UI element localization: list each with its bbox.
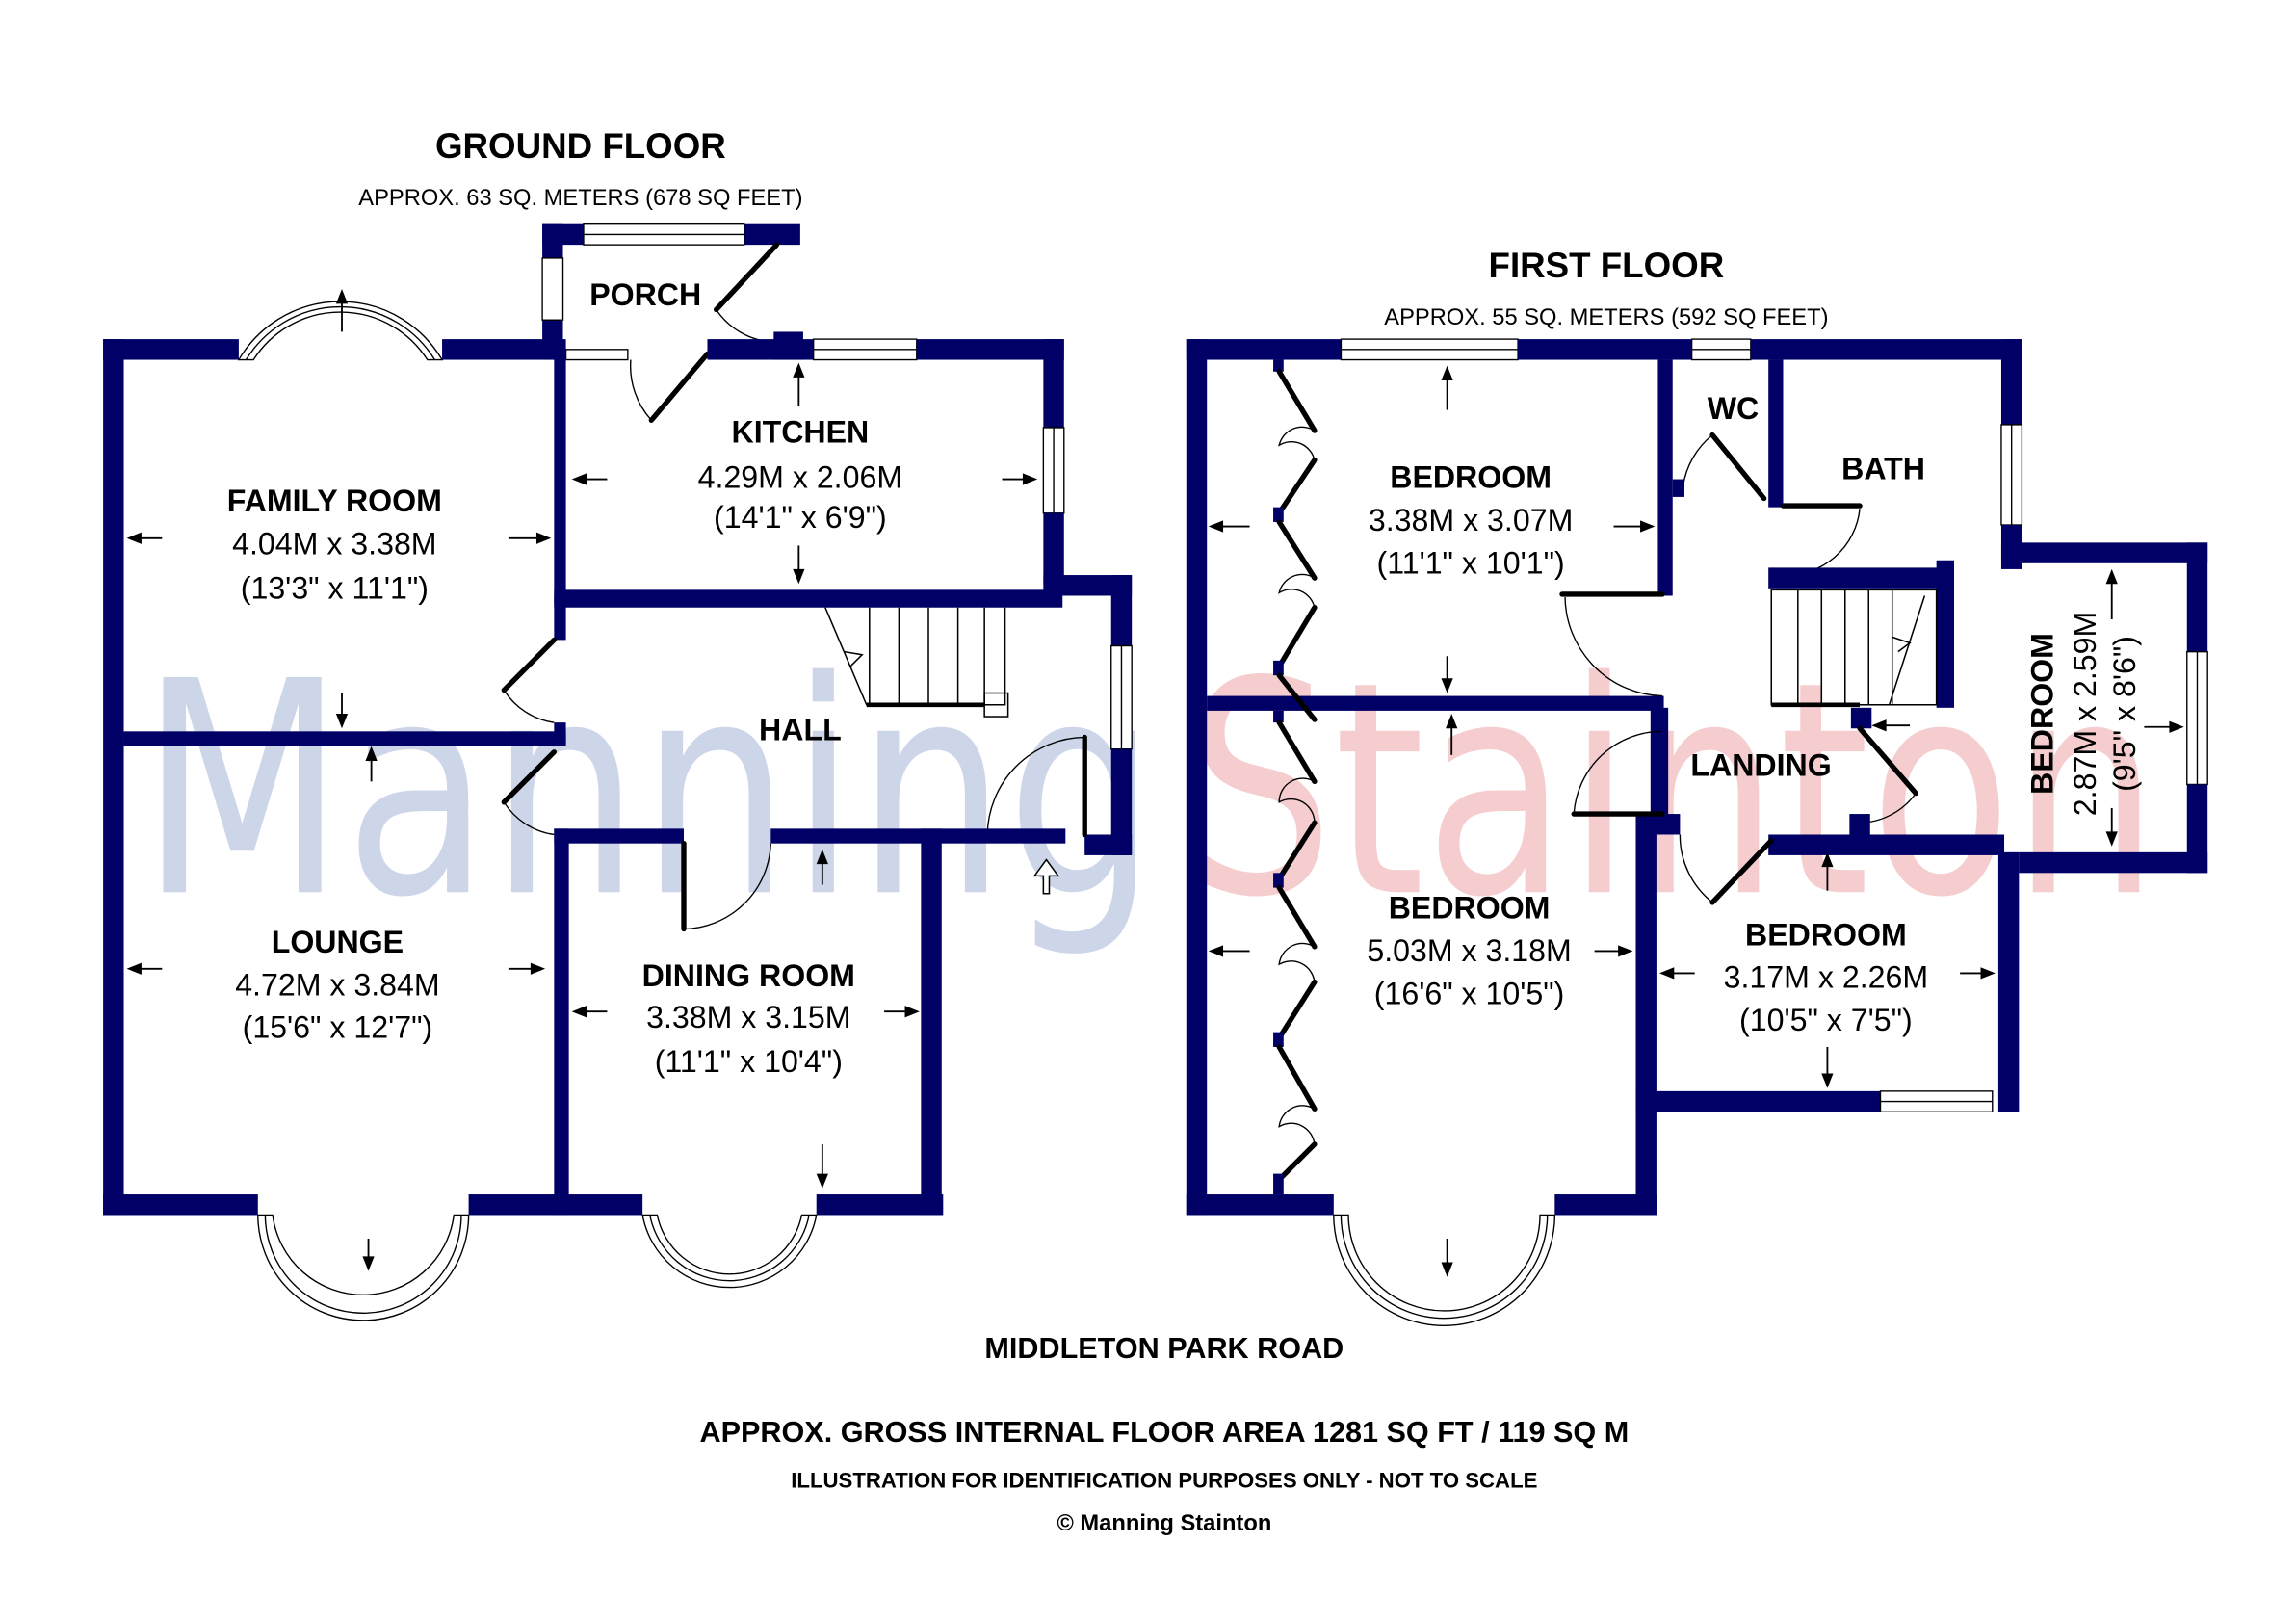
kitchen-imperial: (14'1" x 6'9") (714, 500, 887, 535)
kitchen-label: KITCHEN (732, 414, 870, 449)
family-room-imperial: (13'3" x 11'1") (241, 571, 429, 606)
ground-floor-title: GROUND FLOOR (435, 126, 726, 166)
gross-area: APPROX. GROSS INTERNAL FLOOR AREA 1281 S… (699, 1416, 1629, 1449)
bedroom2-imperial: (16'6" x 10'5") (1374, 977, 1565, 1011)
kitchen-metric: 4.29M x 2.06M (698, 460, 902, 495)
watermark-stainton: Stainton (1187, 619, 2159, 962)
dining-room-metric: 3.38M x 3.15M (646, 1000, 850, 1034)
bedroom2-metric: 5.03M x 3.18M (1367, 933, 1571, 968)
family-room-label: FAMILY ROOM (227, 484, 442, 518)
dining-room-imperial: (11'1" x 10'4") (655, 1044, 843, 1079)
family-room-metric: 4.04M x 3.38M (232, 527, 436, 562)
wc-label: WC (1708, 391, 1760, 426)
bedroom4-label: BEDROOM (2025, 633, 2060, 795)
bath-label: BATH (1841, 452, 1925, 486)
staircase-ground (824, 607, 1009, 718)
wardrobe-bedroom1 (1273, 359, 1318, 722)
staircase-first (1770, 589, 1938, 708)
bedroom1-imperial: (11'1" x 10'1") (1377, 546, 1565, 581)
copyright: © Manning Stainton (1057, 1511, 1271, 1536)
bedroom2-label: BEDROOM (1389, 891, 1551, 926)
bedroom1-metric: 3.38M x 3.07M (1369, 503, 1573, 537)
dimension-arrows-first (1208, 365, 2184, 1277)
landing-label: LANDING (1690, 747, 1831, 782)
first-floor-title: FIRST FLOOR (1489, 246, 1725, 285)
first-floor-area: APPROX. 55 SQ. METERS (592 SQ FEET) (1384, 305, 1828, 330)
street-name: MIDDLETON PARK ROAD (984, 1332, 1344, 1365)
bedroom1-label: BEDROOM (1390, 460, 1552, 495)
ground-floor-area: APPROX. 63 SQ. METERS (678 SQ FEET) (358, 186, 802, 211)
bedroom3-metric: 3.17M x 2.26M (1724, 960, 1928, 995)
hall-label: HALL (759, 713, 842, 747)
lounge-imperial: (15'6" x 12'7") (243, 1010, 433, 1045)
bedroom4-imperial: (9'5" x 8'6") (2107, 636, 2142, 792)
disclaimer: ILLUSTRATION FOR IDENTIFICATION PURPOSES… (791, 1469, 1537, 1493)
entrance-arrow-icon (1032, 858, 1060, 895)
bedroom4-metric: 2.87M x 2.59M (2068, 612, 2102, 817)
porch-label: PORCH (589, 277, 701, 312)
first-floor-plan: BEDROOM 3.38M x 3.07M (11'1" x 10'1") WC… (1186, 338, 2208, 1326)
watermark-manning: Manning (140, 619, 1157, 962)
dining-room-label: DINING ROOM (642, 958, 855, 993)
wardrobe-bedroom2 (1273, 710, 1318, 1195)
ground-floor-plan: PORCH KITCHEN 4.29M x 2.06M (14'1" x 6'9… (103, 223, 1133, 1321)
bedroom3-imperial: (10'5" x 7'5") (1739, 1003, 1913, 1037)
watermark: Manning Stainton (140, 619, 2158, 962)
lounge-label: LOUNGE (272, 925, 404, 959)
bedroom3-label: BEDROOM (1745, 917, 1907, 952)
dimension-arrows-ground (126, 289, 1038, 1271)
lounge-metric: 4.72M x 3.84M (235, 967, 439, 1002)
